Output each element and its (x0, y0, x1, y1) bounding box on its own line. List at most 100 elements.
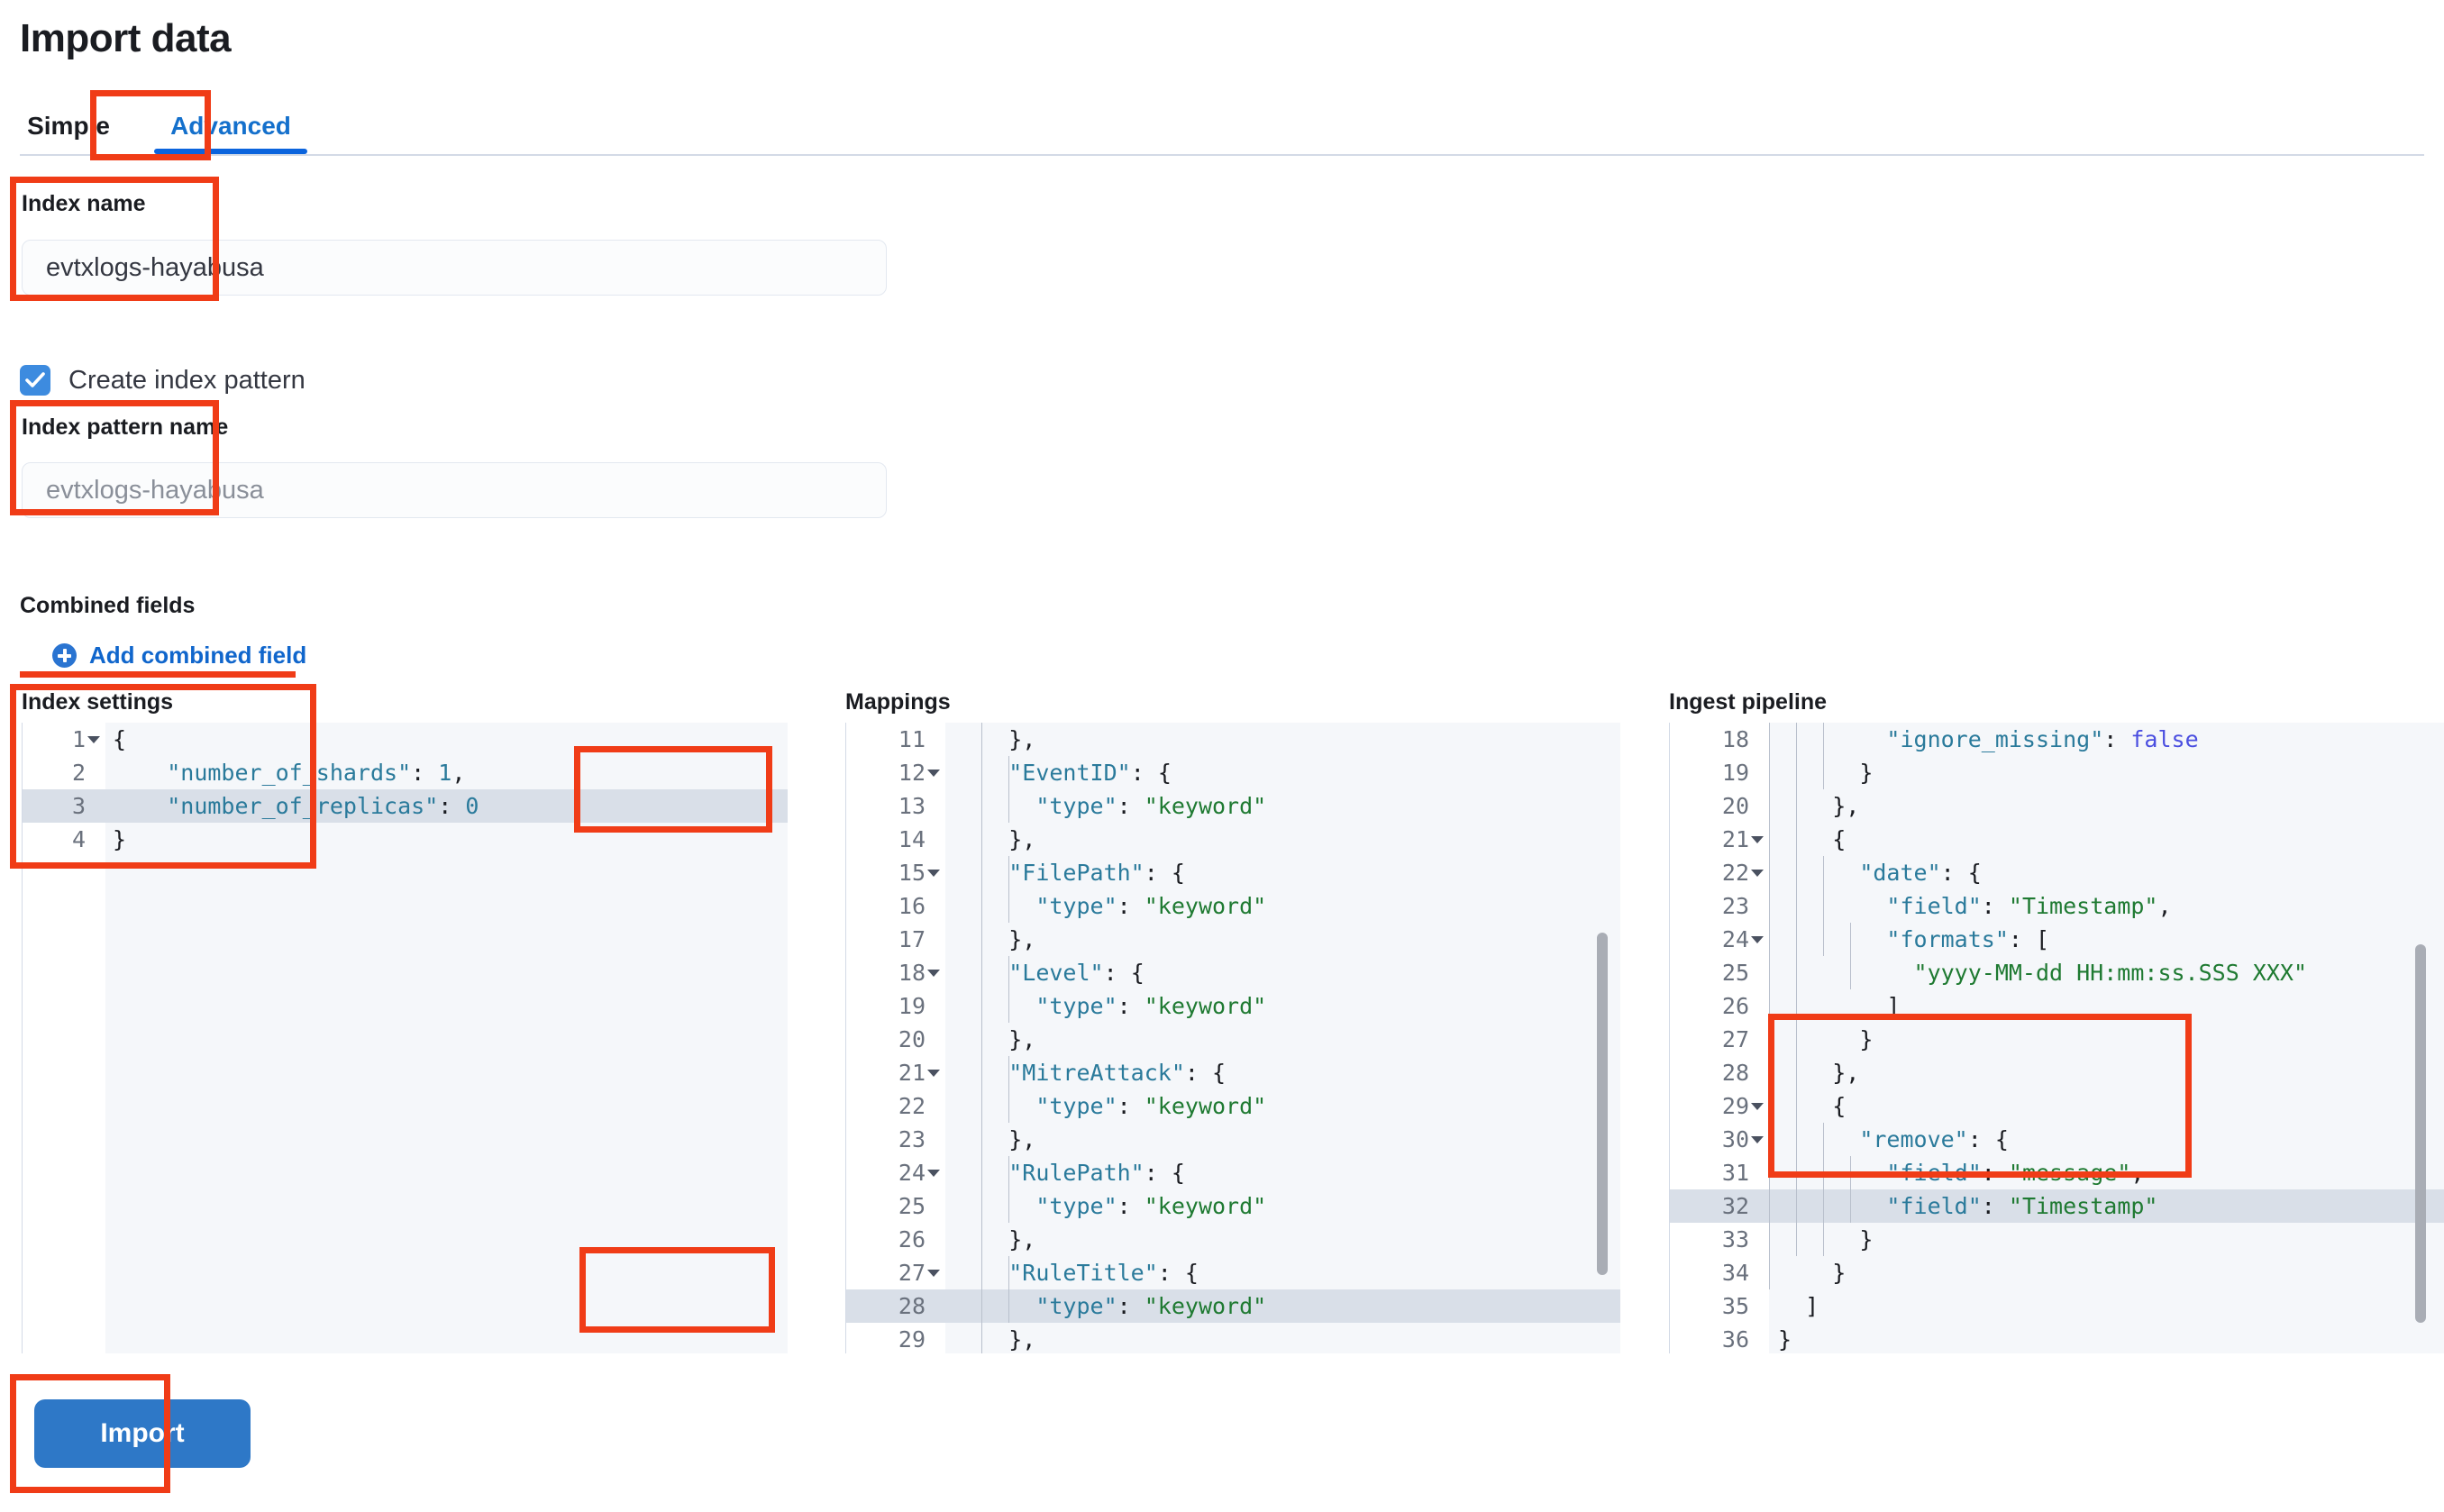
line-number: 26 (898, 1226, 926, 1252)
code-line[interactable]: } (1859, 1226, 1874, 1252)
code-line[interactable]: } (1832, 1260, 1847, 1286)
code-line[interactable]: "yyyy-MM-dd HH:mm:ss.SSS XXX" (1913, 960, 2308, 986)
code-line[interactable]: "EventID": { (1008, 760, 1172, 786)
fold-arrow-icon[interactable] (927, 870, 940, 877)
code-line[interactable]: "type": "keyword" (1035, 1193, 1267, 1219)
code-line[interactable]: "RulePath": { (1008, 1160, 1185, 1186)
code-line[interactable]: } (1859, 760, 1874, 786)
fold-arrow-icon[interactable] (927, 1170, 940, 1177)
code-line[interactable]: "field": "Timestamp", (1886, 893, 2172, 919)
combined-fields-label: Combined fields (20, 593, 196, 618)
indent-guide (1850, 923, 1851, 989)
line-number: 20 (1721, 793, 1749, 819)
line-number: 27 (1721, 1026, 1749, 1052)
code-line[interactable]: "number_of_shards": 1, (167, 760, 466, 786)
code-line[interactable]: "type": "keyword" (1035, 793, 1267, 819)
line-number: 21 (1721, 826, 1749, 852)
line-number: 1 (71, 726, 86, 752)
indent-guide (1823, 856, 1824, 956)
line-number: 36 (1721, 1326, 1749, 1353)
fold-arrow-icon[interactable] (927, 770, 940, 777)
line-number: 22 (1721, 860, 1749, 886)
fold-arrow-icon[interactable] (1751, 936, 1764, 943)
fold-arrow-icon[interactable] (1751, 836, 1764, 843)
add-combined-field-button[interactable]: Add combined field (52, 642, 306, 669)
code-line[interactable]: "type": "keyword" (1035, 1093, 1267, 1119)
code-line[interactable]: }, (1832, 1060, 1860, 1086)
fold-arrow-icon[interactable] (927, 970, 940, 977)
code-line[interactable]: "field": "message", (1886, 1160, 2145, 1186)
code-line[interactable]: "formats": [ (1886, 926, 2050, 952)
code-line[interactable]: } (1859, 1026, 1874, 1052)
code-line[interactable]: "type": "keyword" (954, 1289, 1620, 1323)
code-line[interactable]: }, (1008, 1126, 1036, 1152)
indent-guide (1008, 856, 1009, 923)
code-line[interactable]: }, (1008, 1326, 1036, 1353)
fold-arrow-icon[interactable] (1751, 1103, 1764, 1110)
line-number: 14 (898, 826, 926, 852)
code-line[interactable]: "date": { (1859, 860, 1982, 886)
code-line[interactable]: "type": "keyword" (1035, 993, 1267, 1019)
code-line[interactable]: }, (1832, 793, 1860, 819)
index-pattern-name-placeholder: evtxlogs-hayabusa (46, 475, 264, 505)
fold-arrow-icon[interactable] (927, 1270, 940, 1277)
fold-arrow-icon[interactable] (927, 1070, 940, 1077)
ingest-pipeline-scrollbar[interactable] (2415, 944, 2426, 1323)
code-line[interactable]: } (1778, 1326, 1792, 1353)
code-line[interactable]: }, (1008, 826, 1036, 852)
tab-advanced[interactable]: Advanced (153, 97, 308, 154)
code-line[interactable]: { (1832, 826, 1847, 852)
annotation-underline-add-combined-field (20, 671, 296, 678)
line-number: 34 (1721, 1260, 1749, 1286)
indent-guide (1008, 956, 1009, 1023)
index-settings-editor[interactable]: 1{2 "number_of_shards": 1,3 "number_of_r… (22, 723, 788, 1353)
index-settings-title: Index settings (22, 689, 174, 715)
create-index-pattern-row[interactable]: Create index pattern (20, 365, 306, 396)
index-settings-panel: Index settings 1{2 "number_of_shards": 1… (22, 689, 788, 1353)
line-number: 29 (898, 1326, 926, 1353)
import-button[interactable]: Import (34, 1399, 251, 1468)
checkbox-checked-icon[interactable] (20, 365, 50, 396)
tab-simple[interactable]: Simple (27, 111, 110, 140)
fold-arrow-icon[interactable] (87, 736, 100, 743)
indent-guide (1823, 1123, 1824, 1256)
code-line[interactable]: }, (1008, 926, 1036, 952)
code-line[interactable]: ] (1886, 993, 1901, 1019)
code-line[interactable]: "number_of_replicas": 0 (113, 789, 788, 823)
line-number: 20 (898, 1026, 926, 1052)
mappings-panel: Mappings 11 },12 "EventID": {13 "type": … (845, 689, 1620, 1353)
code-line[interactable]: "RuleTitle": { (1008, 1260, 1199, 1286)
mappings-editor[interactable]: 11 },12 "EventID": {13 "type": "keyword"… (845, 723, 1620, 1353)
code-line[interactable]: "MitreAttack": { (1008, 1060, 1227, 1086)
line-number: 3 (23, 789, 93, 823)
code-line[interactable]: } (113, 826, 127, 852)
code-line[interactable]: { (113, 726, 127, 752)
fold-arrow-icon[interactable] (1751, 1136, 1764, 1143)
index-pattern-name-input[interactable]: evtxlogs-hayabusa (22, 462, 887, 518)
page-title: Import data (20, 16, 232, 60)
code-line[interactable]: "FilePath": { (1008, 860, 1185, 886)
line-number: 19 (1721, 760, 1749, 786)
code-line[interactable]: "remove": { (1859, 1126, 2009, 1152)
code-line[interactable]: "Level": { (1008, 960, 1144, 986)
code-line[interactable]: }, (1008, 1226, 1036, 1252)
code-line[interactable]: ] (1805, 1293, 1819, 1319)
code-line[interactable]: "field": "Timestamp" (1778, 1189, 2444, 1223)
code-line[interactable]: "ignore_missing": false (1886, 726, 2199, 752)
code-line[interactable]: "type": "keyword" (1035, 893, 1267, 919)
indent-guide (1796, 723, 1797, 1256)
indent-guide (1008, 1056, 1009, 1123)
mappings-scrollbar[interactable] (1597, 933, 1608, 1275)
code-line[interactable]: { (1832, 1093, 1847, 1119)
index-name-input[interactable]: evtxlogs-hayabusa (22, 240, 887, 296)
editor-gutter (846, 723, 945, 1353)
fold-arrow-icon[interactable] (1751, 870, 1764, 877)
line-number: 35 (1721, 1293, 1749, 1319)
line-number: 26 (1721, 993, 1749, 1019)
line-number: 28 (1721, 1060, 1749, 1086)
code-line[interactable]: }, (1008, 726, 1036, 752)
editor-gutter (23, 723, 105, 1353)
code-line[interactable]: }, (1008, 1026, 1036, 1052)
